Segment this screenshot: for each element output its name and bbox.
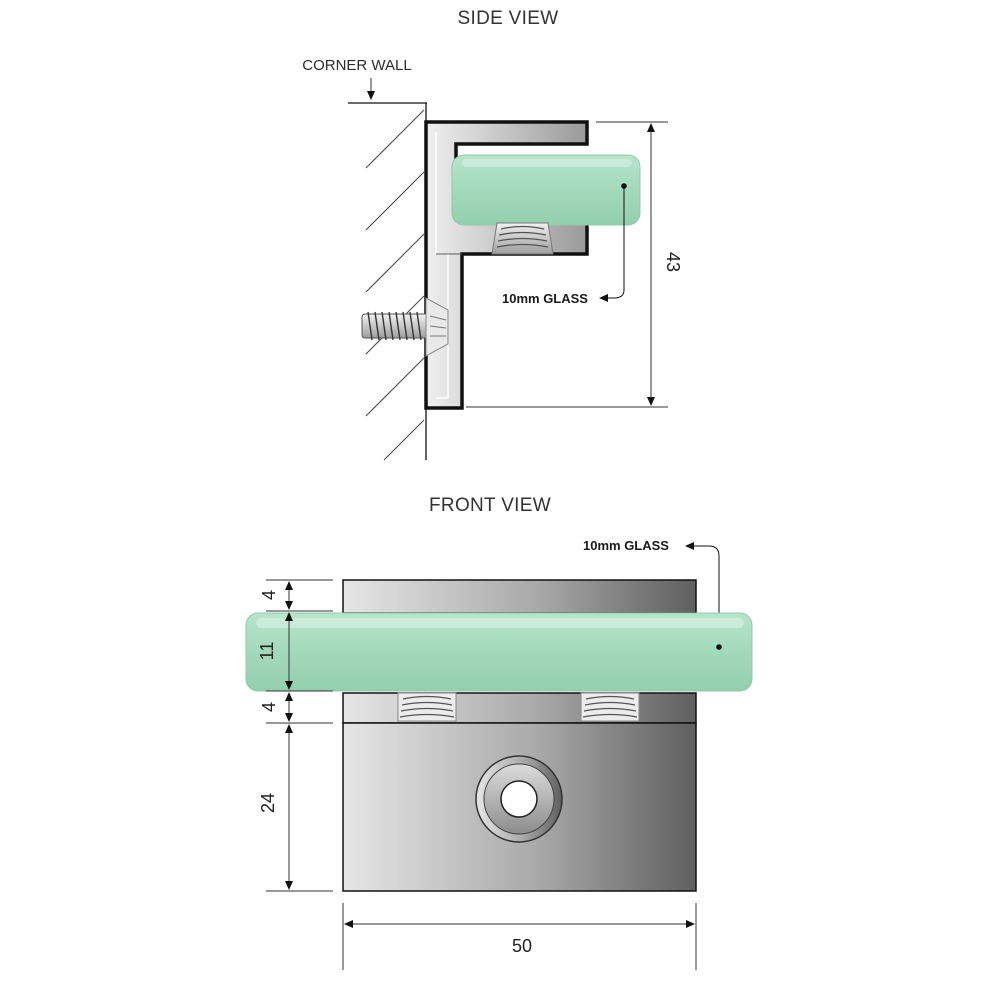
front-set-screw-right bbox=[580, 692, 640, 722]
wall-hatching bbox=[365, 109, 425, 461]
wall-bolt bbox=[361, 297, 449, 357]
mounting-hole bbox=[475, 755, 563, 843]
front-set-screw-left bbox=[397, 692, 457, 722]
dimension-4-lower-label: 4 bbox=[259, 702, 279, 712]
side-glass-label: 10mm GLASS bbox=[502, 291, 588, 306]
side-glass-leader bbox=[599, 186, 625, 302]
front-view-title: FRONT VIEW bbox=[429, 495, 551, 516]
front-glass-leader bbox=[685, 542, 720, 647]
front-top-plate bbox=[342, 579, 697, 614]
front-glass-label: 10mm GLASS bbox=[583, 538, 669, 553]
dimension-43-label: 43 bbox=[663, 252, 683, 272]
dimension-4-top-label: 4 bbox=[259, 590, 279, 600]
corner-wall-label: CORNER WALL bbox=[302, 57, 411, 74]
dimension-24-label: 24 bbox=[258, 793, 278, 813]
side-set-screw bbox=[491, 222, 554, 255]
dimension-11-label: 11 bbox=[257, 642, 277, 661]
front-lower-plate bbox=[342, 692, 697, 724]
dimension-50-label: 50 bbox=[512, 936, 532, 956]
side-view-title: SIDE VIEW bbox=[458, 8, 559, 29]
front-glass-panel bbox=[245, 612, 753, 692]
